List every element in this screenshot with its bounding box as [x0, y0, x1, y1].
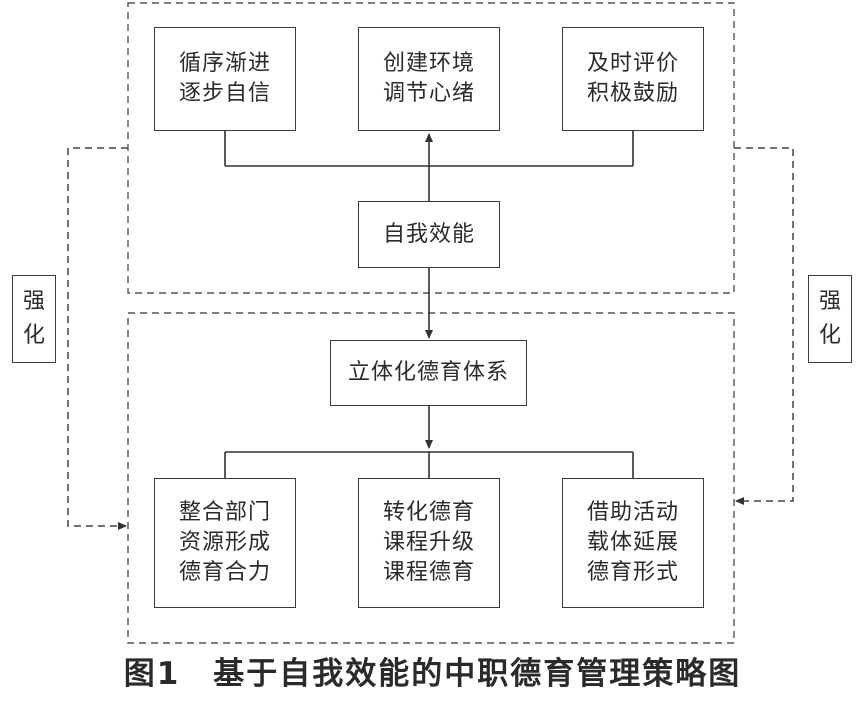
- box-integrate-departments-line3: 德育合力: [178, 559, 271, 585]
- left-reinforce-char2: 化: [22, 323, 45, 348]
- box-create-environment: 创建环境调节心绪: [358, 27, 500, 131]
- left-reinforce-path: [67, 147, 128, 530]
- left-reinforce-char1: 强: [22, 288, 45, 314]
- right-reinforce-path: [734, 147, 794, 505]
- box-gradual-progress-line2: 逐步自信: [178, 81, 271, 106]
- box-integrate-departments: 整合部门资源形成德育合力: [154, 478, 296, 608]
- left-reinforce-label: 强 化: [12, 275, 56, 363]
- bottom-group-frame: [127, 312, 735, 644]
- box-activity-carrier-line3: 德育形式: [586, 559, 679, 585]
- box-create-environment-line1: 创建环境: [382, 51, 475, 77]
- box-timely-evaluation: 及时评价积极鼓励: [562, 27, 704, 131]
- box-self-efficacy: 自我效能: [358, 201, 500, 268]
- box-activity-carrier-line1: 借助活动: [586, 500, 679, 526]
- box-timely-evaluation-line1: 及时评价: [586, 51, 679, 77]
- box-integrate-departments-line1: 整合部门: [178, 500, 271, 526]
- box-transform-curriculum-line2: 课程升级: [382, 530, 475, 556]
- box-self-efficacy-label: 自我效能: [382, 221, 475, 247]
- box-transform-curriculum: 转化德育课程升级课程德育: [358, 478, 500, 608]
- box-gradual-progress-line1: 循序渐进: [178, 51, 271, 77]
- box-create-environment-line2: 调节心绪: [382, 81, 475, 106]
- right-reinforce-char1: 强: [818, 288, 841, 314]
- figure-caption: 图1 基于自我效能的中职德育管理策略图: [123, 656, 742, 692]
- box-integrate-departments-line2: 资源形成: [178, 530, 271, 556]
- box-3d-moral-system: 立体化德育体系: [330, 340, 527, 406]
- box-gradual-progress: 循序渐进逐步自信: [154, 27, 296, 131]
- box-activity-carrier: 借助活动载体延展德育形式: [562, 478, 704, 608]
- box-activity-carrier-line2: 载体延展: [586, 530, 679, 556]
- box-transform-curriculum-line3: 课程德育: [382, 559, 475, 585]
- box-3d-moral-system-label: 立体化德育体系: [347, 360, 509, 386]
- box-timely-evaluation-line2: 积极鼓励: [586, 81, 679, 106]
- box-transform-curriculum-line1: 转化德育: [382, 500, 475, 526]
- right-reinforce-char2: 化: [818, 323, 841, 348]
- right-reinforce-label: 强 化: [808, 275, 852, 363]
